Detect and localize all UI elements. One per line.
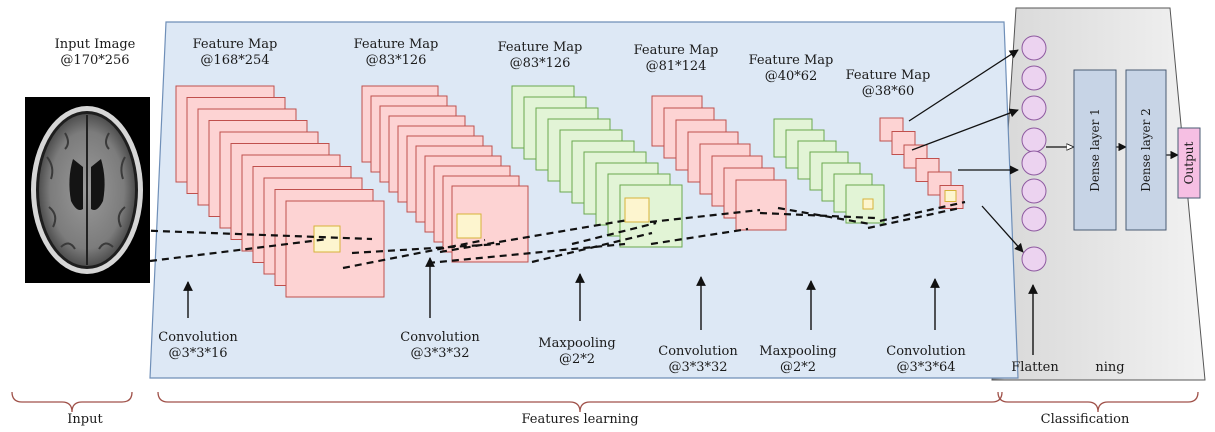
op-1-name: Convolution <box>158 330 238 345</box>
input-image-size: @170*256 <box>60 53 130 68</box>
feature-map-1-size: @168*254 <box>200 53 270 68</box>
flatten-neuron <box>1021 95 1047 121</box>
receptive-field-line <box>351 242 501 255</box>
kernel-window-2 <box>456 213 482 239</box>
op-3-name: Maxpooling <box>538 336 616 351</box>
receptive-field-line <box>531 231 653 264</box>
receptive-field-line <box>149 237 329 263</box>
op-2-param: @3*3*32 <box>410 346 470 361</box>
dense-layer-1-label: Dense layer 1 <box>1088 108 1102 192</box>
feature-map-3-title: Feature Map <box>497 40 583 55</box>
section-classification-label: Classification <box>1040 412 1130 427</box>
op-5-name: Maxpooling <box>759 344 837 359</box>
flatten-neuron <box>1021 35 1047 61</box>
op-3-param: @2*2 <box>558 352 596 367</box>
feature-map-4-layer <box>735 179 787 231</box>
receptive-field-line <box>879 200 966 223</box>
flatten-neuron <box>1021 178 1047 204</box>
receptive-field-line <box>649 208 761 224</box>
flatten-neuron <box>1021 206 1047 232</box>
output-node-label: Output <box>1182 142 1196 185</box>
flatten-neuron <box>1021 127 1047 153</box>
op-4-param: @3*3*32 <box>668 360 728 375</box>
dense-layer-2-label: Dense layer 2 <box>1139 108 1153 192</box>
receptive-field-line <box>777 206 871 226</box>
flatten-neuron <box>1021 150 1047 176</box>
dense-layer-1 <box>1073 69 1117 231</box>
output-node <box>1177 127 1201 199</box>
flatten-neuron <box>1021 246 1047 272</box>
flatten-arrow <box>981 205 1024 253</box>
flatten-neuron <box>1021 65 1047 91</box>
feature-map-4-size: @81*124 <box>645 59 707 74</box>
feature-map-4-title: Feature Map <box>633 43 719 58</box>
flatten-arrow <box>911 108 1019 151</box>
features-learning-brace <box>157 391 1003 413</box>
op-2-name: Convolution <box>400 330 480 345</box>
dense-layer-2 <box>1125 69 1167 231</box>
op-1-param: @3*3*16 <box>168 346 228 361</box>
receptive-field-line <box>571 221 657 246</box>
op-6-param: @3*3*64 <box>896 360 956 375</box>
partial-label: ning <box>1095 360 1125 375</box>
receptive-field-line <box>439 218 629 254</box>
flatten-label: Flatten <box>1011 360 1059 375</box>
op-4-name: Convolution <box>658 344 738 359</box>
feature-map-5-size: @40*62 <box>764 69 818 84</box>
feature-map-2-size: @83*126 <box>365 53 427 68</box>
kernel-window-3 <box>624 197 650 223</box>
kernel-window-6 <box>944 190 957 202</box>
feature-map-2-title: Feature Map <box>353 37 439 52</box>
input-image-title: Input Image <box>54 37 136 52</box>
receptive-field-line <box>342 238 486 270</box>
classification-brace <box>997 391 1199 413</box>
receptive-field-line <box>102 227 373 241</box>
receptive-field-line <box>427 242 626 265</box>
section-features-label: Features learning <box>521 412 639 427</box>
feature-map-3-size: @83*126 <box>509 56 571 71</box>
section-input-label: Input <box>67 412 103 427</box>
op-6-name: Convolution <box>886 344 966 359</box>
receptive-field-line <box>867 206 961 230</box>
feature-map-6-size: @38*60 <box>861 84 915 99</box>
input-brace <box>11 391 133 413</box>
feature-map-5-title: Feature Map <box>748 53 834 68</box>
kernel-window-5 <box>862 198 874 210</box>
feature-map-1-title: Feature Map <box>192 37 278 52</box>
op-5-param: @2*2 <box>779 360 817 375</box>
receptive-field-line <box>650 227 749 246</box>
kernel-window-1 <box>313 225 341 253</box>
input-mri-image <box>25 97 150 283</box>
flatten-arrow <box>908 49 1019 122</box>
feature-map-6-title: Feature Map <box>845 68 931 83</box>
